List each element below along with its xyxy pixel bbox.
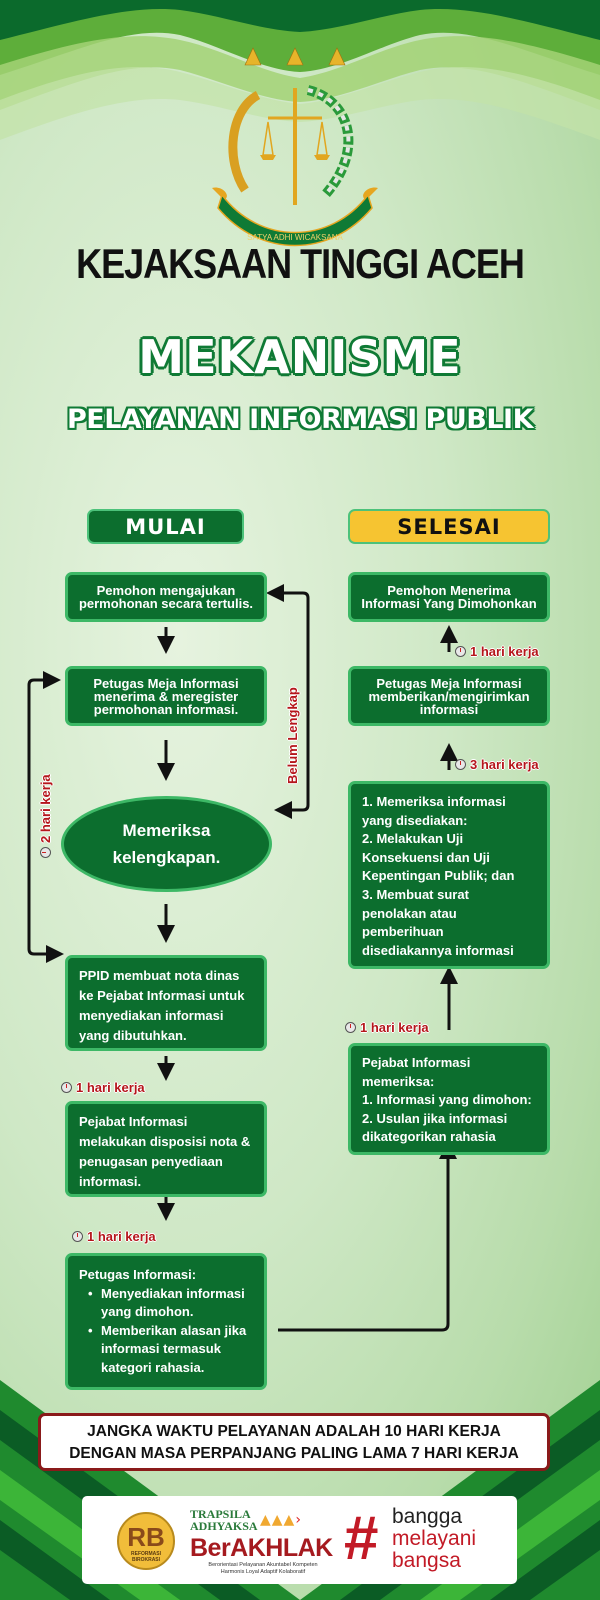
duration-right-to-check: 1 hari kerja xyxy=(345,1020,429,1035)
stopwatch-icon xyxy=(72,1231,83,1242)
stopwatch-icon xyxy=(455,646,466,657)
duration-check-to-deliver: 3 hari kerja xyxy=(455,757,539,772)
page-subtitle: PELAYANAN INFORMASI PUBLIK xyxy=(66,404,534,435)
bangga-melayani-bangsa-logo: bangga melayani bangsa xyxy=(392,1505,477,1572)
duration-deliver-to-receive: 1 hari kerja xyxy=(455,644,539,659)
bullet-item: Menyediakan informasi yang dimohon. xyxy=(79,1285,253,1322)
stopwatch-icon xyxy=(455,759,466,770)
step-ppid-memo: PPID membuat nota dinas ke Pejabat Infor… xyxy=(65,955,267,1051)
step-check-completeness: Memeriksa kelengkapan. xyxy=(61,796,272,892)
reformasi-birokrasi-logo: RB REFORMASI BIROKRASI xyxy=(117,1512,175,1570)
step-receive-info: Pemohon Menerima Informasi Yang Dimohonk… xyxy=(348,572,550,622)
hashtag-icon: # xyxy=(344,1504,379,1573)
star-icons xyxy=(244,47,346,66)
stopwatch-icon xyxy=(345,1022,356,1033)
emblem-logo: SATYA ADHI WICAKSANA xyxy=(212,85,378,247)
stopwatch-icon xyxy=(61,1082,72,1093)
step-submit-request: Pemohon mengajukan permohonan secara ter… xyxy=(65,572,267,622)
duration-left-loop: 2 hari kerja xyxy=(38,774,53,858)
trapsila-adhyaksa-logo: TRAPSILA ADHYAKSA xyxy=(190,1507,258,1533)
incomplete-loop-label: Belum Lengkap xyxy=(285,687,300,784)
duration-after-disposition: 1 hari kerja xyxy=(72,1229,156,1244)
footer-logos: RB REFORMASI BIROKRASI TRAPSILA ADHYAKSA… xyxy=(82,1496,517,1584)
stopwatch-icon xyxy=(40,847,51,858)
end-label: SELESAI xyxy=(348,509,550,544)
service-time-note: JANGKA WAKTU PELAYANAN ADALAH 10 HARI KE… xyxy=(38,1413,550,1471)
bullet-item: Memberikan alasan jika informasi termasu… xyxy=(79,1322,253,1378)
page-title: MEKANISME xyxy=(138,330,462,384)
step-register-request: Petugas Meja Informasi menerima & meregi… xyxy=(65,666,267,726)
step-officer-examine: Pejabat Informasi memeriksa: 1. Informas… xyxy=(348,1043,550,1155)
duration-after-ppid: 1 hari kerja xyxy=(61,1080,145,1095)
step-disposition: Pejabat Informasi melakukan disposisi no… xyxy=(65,1101,267,1197)
step-deliver-info: Petugas Meja Informasi memberikan/mengir… xyxy=(348,666,550,726)
step-info-officer: Petugas Informasi: Menyediakan informasi… xyxy=(65,1253,267,1390)
start-label: MULAI xyxy=(87,509,244,544)
berakhlak-tagline: Berorientasi Pelayanan Akuntabel Kompete… xyxy=(208,1562,318,1575)
triangle-icons: ▲▲▲› xyxy=(260,1512,302,1528)
berakhlak-logo: BerAKHLAK xyxy=(190,1534,333,1562)
organization-title: KEJAKSAAN TINGGI ACEH xyxy=(76,239,525,287)
step-review-info: 1. Memeriksa informasi yang disediakan: … xyxy=(348,781,550,969)
svg-text:SATYA ADHI WICAKSANA: SATYA ADHI WICAKSANA xyxy=(247,233,343,242)
